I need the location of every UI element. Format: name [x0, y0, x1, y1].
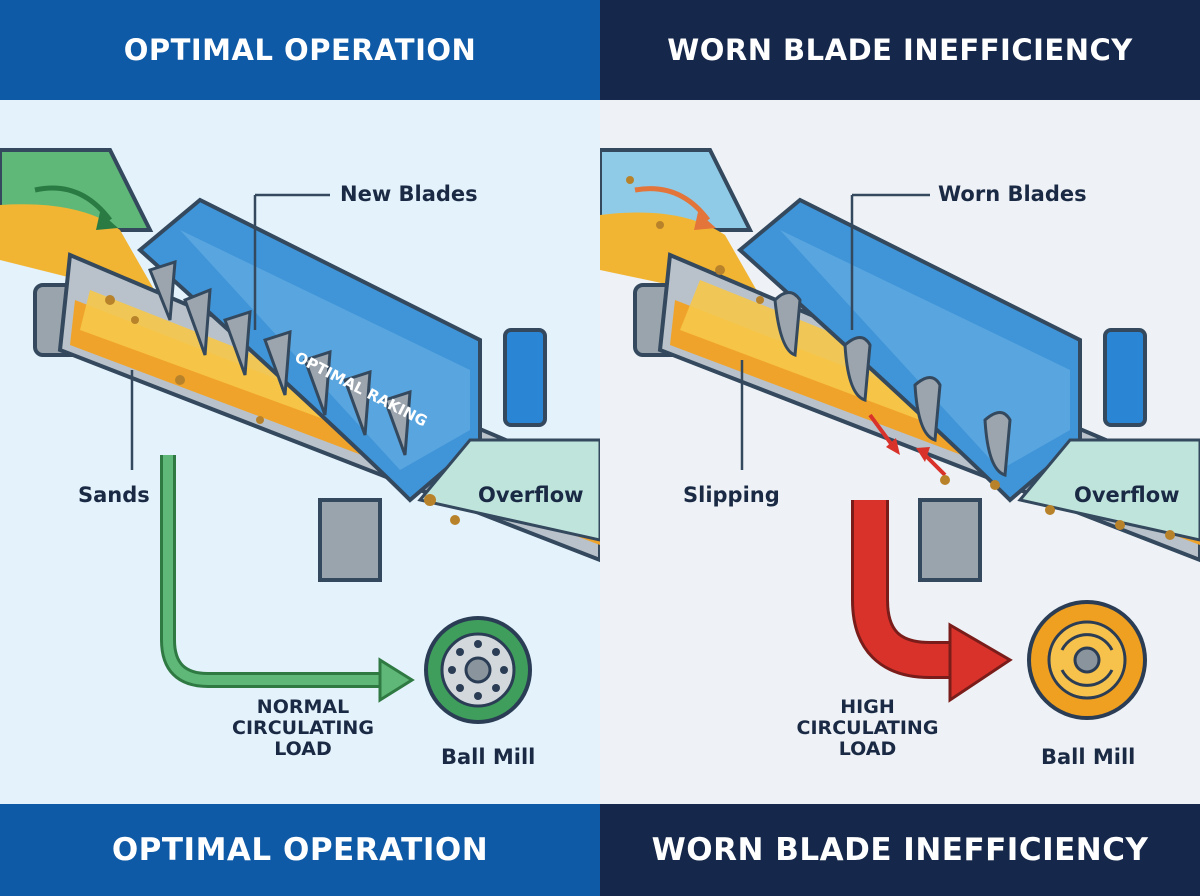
- slipping-label: Slipping: [683, 483, 780, 507]
- new-blades-label: New Blades: [340, 182, 478, 206]
- ball-mill-label: Ball Mill: [1041, 745, 1136, 769]
- mill-rotation-arrow: [1060, 633, 1114, 651]
- ball-mill-balls: [448, 640, 508, 700]
- feed-chute: [600, 148, 754, 232]
- overflow-label: Overflow: [478, 483, 584, 507]
- normal-load-arrow: [163, 455, 385, 685]
- slip-arrowhead-down: [886, 438, 900, 455]
- drive-motor: [503, 328, 547, 427]
- classifier-worn-diagram: [600, 148, 1200, 720]
- new-blades: [148, 259, 412, 456]
- feed-flow-arrow: [634, 186, 711, 222]
- overflow-pool: [1017, 438, 1200, 542]
- ball-mill-label: Ball Mill: [441, 745, 536, 769]
- slip-arrowhead-up: [916, 447, 930, 462]
- normal-load-arrowhead: [378, 657, 415, 703]
- ball-mill-hub: [464, 656, 492, 684]
- worn-blades: [773, 291, 1012, 477]
- overflow-label: Overflow: [1074, 483, 1180, 507]
- mill-rotation-arrow-2: [1060, 669, 1114, 687]
- drive-motor: [1103, 328, 1147, 427]
- normal-circulating-load-label: NORMAL CIRCULATING LOAD: [232, 696, 374, 760]
- classifier-optimal-diagram: [0, 148, 600, 724]
- sands-label: Sands: [78, 483, 150, 507]
- support-leg: [918, 498, 982, 582]
- feed-flow-arrow: [34, 185, 112, 222]
- high-load-arrowhead: [948, 622, 1013, 703]
- right-footer-title: WORN BLADE INEFFICIENCY: [600, 804, 1200, 896]
- left-header-title: OPTIMAL OPERATION: [0, 0, 600, 100]
- feed-flow-arrowhead: [96, 212, 118, 230]
- sand-particles: [626, 176, 1175, 540]
- worn-blades-label: Worn Blades: [938, 182, 1087, 206]
- left-footer-title: OPTIMAL OPERATION: [0, 804, 600, 896]
- right-header-title: WORN BLADE INEFFICIENCY: [600, 0, 1200, 100]
- slip-arrow-down: [868, 413, 894, 447]
- sand-particles: [105, 295, 460, 525]
- ball-mill-hub: [1073, 646, 1101, 674]
- high-circulating-load-label: HIGH CIRCULATING LOAD: [796, 696, 939, 760]
- optimal-operation-panel: OPTIMAL OPERATION: [0, 0, 600, 896]
- high-load-arrow: [854, 500, 960, 676]
- feed-flow-arrowhead: [694, 212, 716, 230]
- support-leg: [318, 498, 382, 582]
- worn-blade-panel: WORN BLADE INEFFICIENCY: [600, 0, 1200, 896]
- overflow-pool: [417, 438, 600, 542]
